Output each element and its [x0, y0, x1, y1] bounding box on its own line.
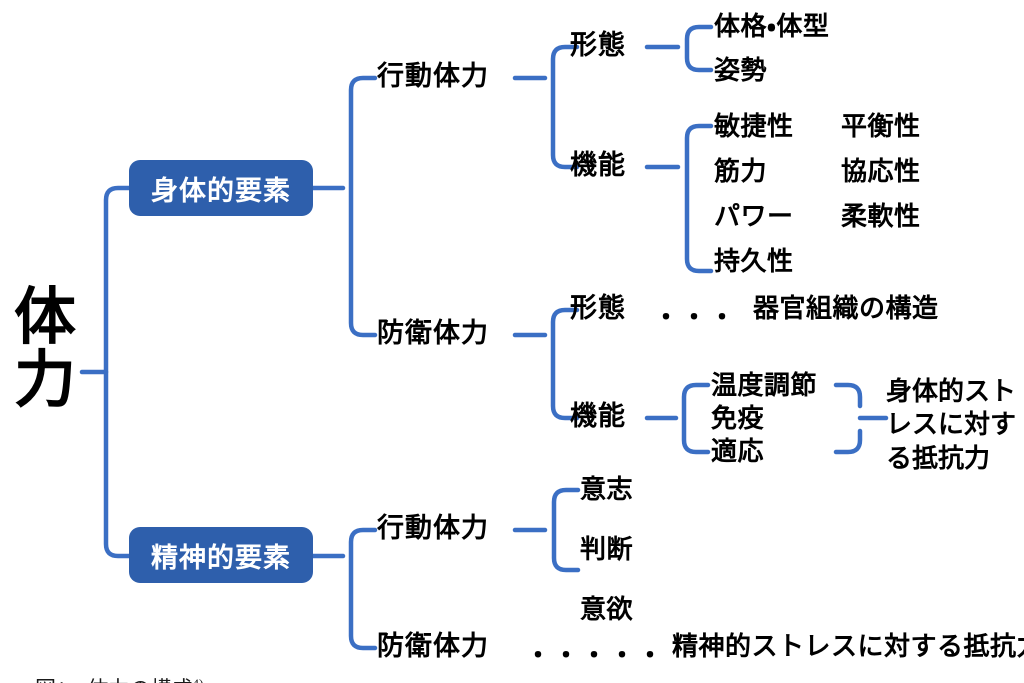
wire-defense-function-bracket [681, 382, 711, 455]
node-mental-elements-label: 精神的要素 [151, 542, 291, 573]
figure-caption: 図1 体力の構成4) [14, 648, 203, 683]
leaf-seishinteki-stress-teikouryoku: 精神的ストレスに対する抵抗力 [672, 631, 1024, 661]
wire-defense-summary-brace-bottom [833, 428, 863, 455]
leaf-heikousei: 平衡性 [841, 111, 921, 141]
node-action-function: 機能 [570, 150, 626, 180]
node-mental-action-fitness: 行動体力 [377, 513, 489, 543]
root-label-line1: 体 [14, 283, 77, 352]
leaf-kinryoku: 筋力 [714, 156, 768, 186]
leaf-binshousei: 敏捷性 [714, 111, 794, 141]
node-physical-elements[interactable]: 身体的要素 [129, 160, 313, 216]
leaf-ishi: 意志 [580, 474, 634, 504]
leaf-ondo-chousetsu: 温度調節 [711, 370, 818, 400]
wire-physical-level2-bracket [348, 75, 378, 338]
wire-mental-action-bracket [551, 487, 581, 573]
leaf-kyouousei: 協応性 [841, 156, 921, 186]
wire-action-bracket [550, 44, 580, 170]
node-mental-elements[interactable]: 精神的要素 [129, 527, 313, 583]
leaf-juunansei: 柔軟性 [841, 201, 921, 231]
node-physical-defense-fitness: 防衛体力 [377, 318, 489, 348]
wire-action-function-bracket [684, 123, 714, 274]
wire-defense-summary-brace-top [833, 382, 863, 409]
wire-mental-level2-bracket [348, 527, 378, 651]
node-action-form: 形態 [570, 30, 626, 60]
node-physical-elements-label: 身体的要素 [151, 175, 291, 206]
wire-main-bracket [103, 185, 132, 559]
node-defense-form: 形態 [570, 293, 626, 323]
leaf-meneki: 免疫 [711, 403, 765, 433]
wire-action-form-bracket [684, 24, 714, 73]
defense-form-dots: ・・・ [653, 302, 738, 332]
figure-caption-reference: 4) [193, 676, 204, 683]
node-defense-function: 機能 [570, 401, 626, 431]
leaf-kikan-soshiki-no-kouzou: 器官組織の構造 [753, 293, 939, 323]
leaf-taikaku-taikei: 体格・体型 [714, 11, 830, 41]
mental-defense-dots: ・・・・・ [525, 640, 666, 670]
leaf-shisei: 姿勢 [714, 55, 768, 85]
defense-function-summary: 身体的スト レスに対す る抵抗力 [886, 376, 1017, 473]
node-physical-action-fitness: 行動体力 [377, 61, 489, 91]
leaf-handan: 判断 [580, 534, 634, 564]
node-mental-defense-fitness: 防衛体力 [377, 631, 489, 661]
leaf-jikyuusei: 持久性 [714, 246, 794, 276]
leaf-iyoku: 意欲 [580, 594, 634, 624]
leaf-tekiou: 適応 [711, 436, 765, 466]
root-node-taryoku: 体 力 [14, 283, 86, 416]
figure-caption-text: 図1 体力の構成 [35, 677, 193, 683]
root-label-line2: 力 [14, 346, 77, 416]
leaf-power: パワー [714, 201, 794, 231]
